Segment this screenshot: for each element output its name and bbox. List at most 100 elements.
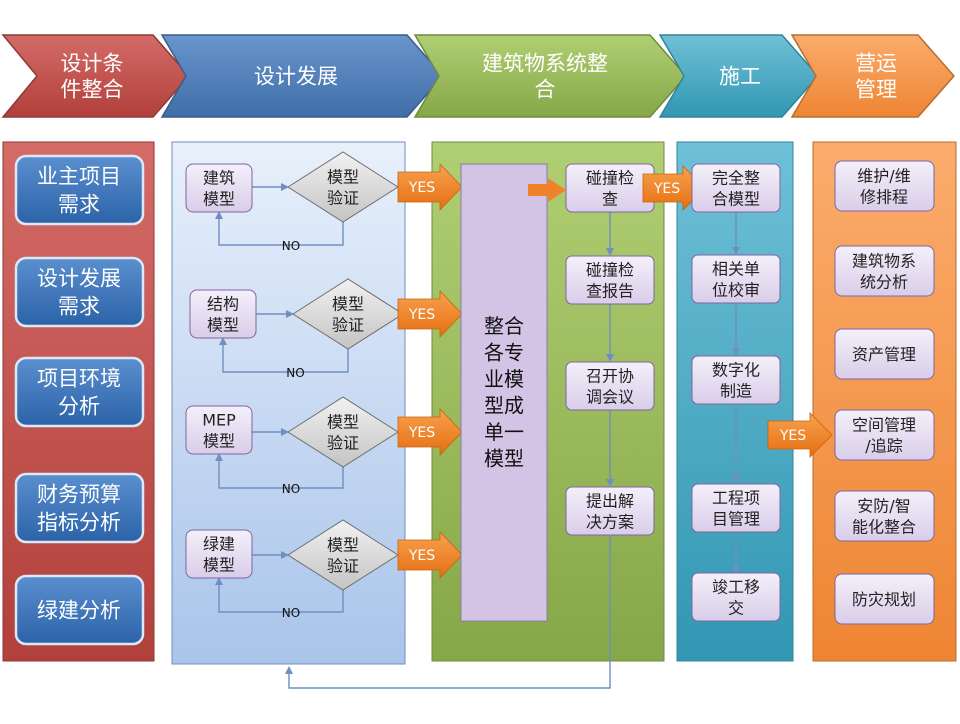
yes-label: YES	[408, 425, 435, 441]
verify-label: 模型验证	[327, 412, 359, 452]
construction-step-label: 完全整合模型	[712, 168, 760, 208]
no-label: NO	[282, 482, 300, 496]
phase-title: 营运管理	[855, 52, 897, 102]
phase-title-line: 件整合	[61, 78, 124, 102]
feed-arrow	[528, 178, 566, 202]
integration-step-label: 碰撞检查	[586, 168, 634, 208]
yes-label: YES	[408, 180, 435, 196]
construction-step[interactable]	[691, 572, 781, 622]
condition-card[interactable]	[14, 154, 145, 226]
no-connector	[215, 577, 344, 613]
operation-label: 安防/智能化整合	[852, 496, 916, 536]
phase-title-line: 营运	[855, 52, 897, 76]
phase-title-line: 施工	[719, 65, 761, 89]
phase-title: 设计发展	[254, 65, 338, 89]
phase-title-line: 合	[535, 78, 556, 102]
phase-header: 设计条件整合 设计发展 建筑物系统整合 施工 营运管理	[1, 34, 955, 118]
feedback-connector	[285, 535, 611, 689]
operation-label: 维护/维修排程	[857, 166, 910, 206]
phase-title: 施工	[719, 65, 761, 89]
construction-step-label: 相关单位校审	[712, 259, 760, 299]
model-row: 建筑模型 模型验证 NO YES	[185, 151, 463, 253]
construction-step[interactable]	[691, 483, 781, 533]
integration-step-label: 碰撞检查报告	[586, 260, 634, 300]
integration-box[interactable]	[460, 163, 548, 622]
model-row: 绿建模型 模型验证 NO YES	[185, 519, 463, 620]
panel-design-development	[171, 141, 406, 665]
yes-arrow	[397, 290, 463, 338]
condition-label: 财务预算指标分析	[37, 483, 121, 535]
model-box[interactable]	[185, 529, 253, 579]
integration-step[interactable]	[565, 255, 655, 305]
yes-label: YES	[408, 548, 435, 564]
construction-step[interactable]	[691, 254, 781, 304]
condition-item[interactable]: 设计发展需求	[14, 256, 145, 328]
yes-label: YES	[779, 428, 806, 444]
operation-label: 防灾规划	[852, 590, 916, 609]
condition-item[interactable]: 财务预算指标分析	[14, 472, 145, 544]
condition-label: 项目环境分析	[37, 367, 121, 419]
yes-label: YES	[653, 181, 680, 197]
model-label: 绿建模型	[203, 534, 235, 574]
phase-title: 建筑物系统整合	[482, 52, 608, 102]
phase-title-line: 管理	[855, 78, 897, 102]
integration-label: 整合各专业模型成单一模型	[484, 314, 524, 471]
condition-label: 绿建分析	[37, 599, 121, 623]
no-label: NO	[282, 239, 300, 253]
no-label: NO	[282, 606, 300, 620]
operation-label: 资产管理	[852, 345, 916, 364]
operation-item[interactable]	[834, 245, 935, 297]
integration-step[interactable]	[565, 361, 655, 411]
construction-step[interactable]	[691, 355, 781, 405]
condition-card[interactable]	[14, 356, 145, 428]
no-label: NO	[286, 366, 304, 380]
model-box[interactable]	[185, 405, 253, 455]
no-connector	[215, 211, 344, 246]
operation-item[interactable]	[834, 160, 935, 212]
condition-card[interactable]	[14, 472, 145, 544]
condition-item[interactable]: 业主项目需求	[14, 154, 145, 226]
condition-card[interactable]	[14, 256, 145, 328]
operation-label: 空间管理/追踪	[852, 415, 916, 455]
phase-title: 设计条件整合	[61, 52, 124, 102]
model-box[interactable]	[189, 289, 257, 339]
phase-chevron	[790, 34, 955, 118]
phase-title-line: 设计条	[61, 52, 124, 76]
phase-title-line: 设计发展	[254, 65, 338, 89]
verify-label: 模型验证	[327, 535, 359, 575]
yes-arrow	[767, 412, 833, 458]
integration-step-label: 提出解决方案	[586, 491, 634, 531]
operation-item[interactable]	[834, 328, 935, 380]
model-label: 建筑模型	[203, 168, 235, 208]
phase-chevron	[658, 34, 819, 118]
verify-label: 模型验证	[332, 294, 364, 334]
operation-item[interactable]	[834, 409, 935, 461]
model-label: 结构模型	[207, 294, 239, 334]
condition-item[interactable]: 项目环境分析	[14, 356, 145, 428]
phase-chevron	[1, 34, 190, 118]
phase-chevron	[160, 34, 444, 118]
operation-label: 建筑物系统分析	[852, 251, 916, 291]
yes-arrow	[397, 408, 463, 456]
model-box[interactable]	[185, 163, 253, 213]
phase-chevron	[413, 34, 687, 118]
no-connector	[215, 453, 344, 489]
condition-card[interactable]	[14, 574, 145, 646]
construction-step[interactable]	[691, 163, 781, 213]
condition-label: 设计发展需求	[37, 267, 121, 319]
verify-label: 模型验证	[327, 167, 359, 207]
condition-item[interactable]: 绿建分析	[14, 574, 145, 646]
yes-arrow	[397, 531, 463, 579]
yes-arrow	[397, 163, 463, 211]
integration-step-label: 召开协调会议	[586, 366, 634, 406]
operation-item[interactable]	[834, 573, 935, 625]
operation-item[interactable]	[834, 490, 935, 542]
no-connector	[219, 337, 349, 373]
